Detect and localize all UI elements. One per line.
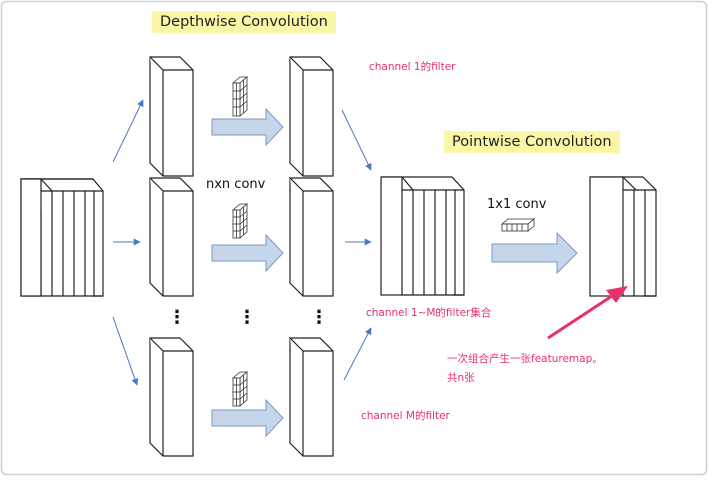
input-channel-m: [149, 337, 194, 457]
highlight-arrow: [547, 294, 613, 340]
ellipsis-output: ⋮: [310, 307, 328, 328]
output-channel-2: [289, 177, 334, 297]
ellipsis-input: ⋮: [168, 307, 186, 328]
input-channel-2: [149, 177, 194, 297]
depthwise-title: Depthwise Convolution: [152, 11, 336, 33]
pointwise-filter: [500, 218, 536, 232]
ellipsis-filter: ⋮: [238, 307, 256, 328]
combined-stack: [380, 176, 465, 296]
flow-arrow-pointwise: [491, 231, 578, 275]
annotation-featuremap-line2: 共n张: [447, 372, 475, 384]
output-stack: [589, 176, 657, 297]
flow-arrow-1: [211, 107, 284, 147]
input-stack: [20, 178, 104, 297]
one-by-one-conv-label: 1x1 conv: [487, 197, 547, 212]
output-channel-1: [289, 56, 334, 177]
flow-arrow-m: [211, 398, 284, 438]
annotation-channel-1: channel 1的filter: [369, 61, 456, 73]
filter-grid-2: [231, 203, 249, 239]
annotation-channel-1-to-m: channel 1~M的filter集合: [366, 307, 492, 319]
connector-arrow-merge-bottom: [343, 327, 372, 381]
filter-grid-1: [231, 76, 249, 117]
output-channel-m: [289, 337, 334, 457]
connector-arrow-merge-top: [341, 109, 372, 171]
annotation-channel-m: channel M的filter: [361, 410, 450, 422]
pointwise-title: Pointwise Convolution: [444, 131, 620, 153]
connector-arrow-bottom: [112, 316, 139, 386]
annotation-featuremap-line1: 一次组合产生一张featuremap。: [447, 353, 603, 365]
connector-arrow-top: [112, 99, 144, 163]
input-channel-1: [149, 56, 194, 177]
flow-arrow-2: [211, 233, 284, 273]
filter-grid-m: [231, 371, 249, 407]
highlight-arrow-head: [606, 286, 628, 303]
nxn-conv-label: nxn conv: [206, 177, 266, 192]
